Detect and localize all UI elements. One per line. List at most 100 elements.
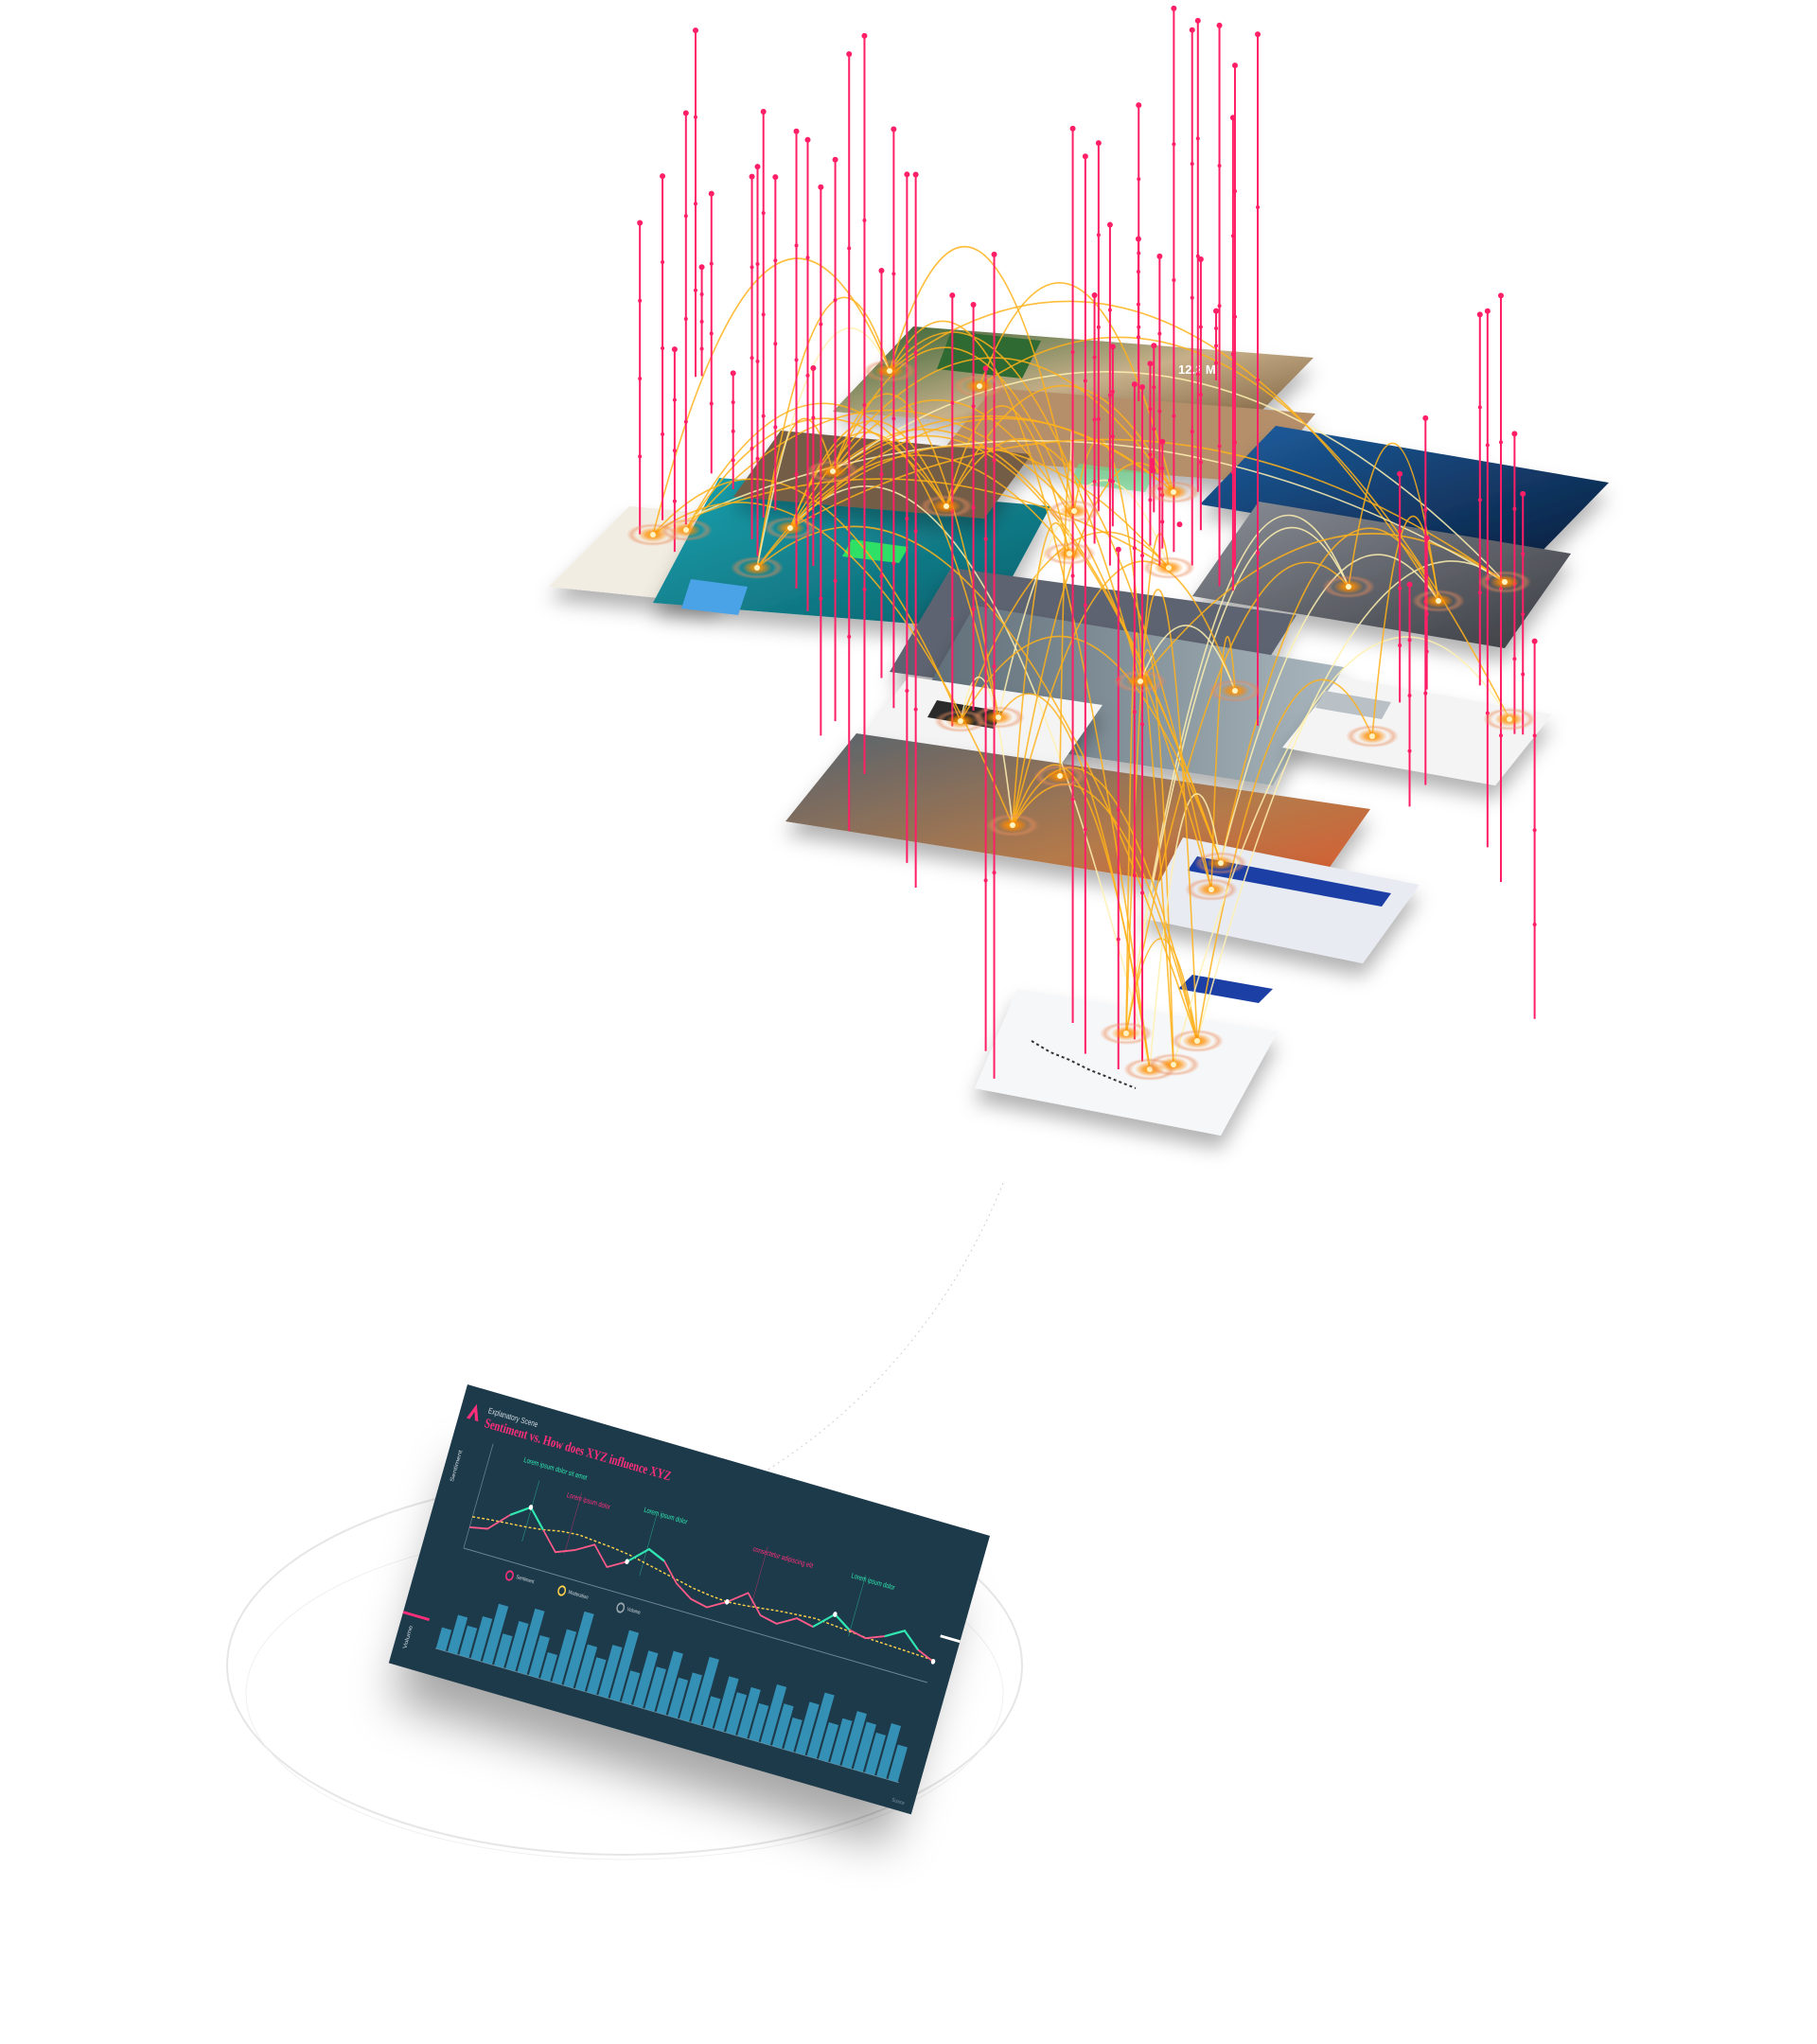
spike-dot bbox=[1198, 460, 1203, 465]
spike-dot bbox=[1233, 440, 1238, 445]
annotation-line bbox=[639, 1514, 658, 1577]
spike-cap bbox=[1082, 153, 1088, 160]
spike-dot bbox=[819, 596, 823, 601]
spike-cap bbox=[878, 267, 885, 273]
volume-bar bbox=[598, 1645, 623, 1699]
node-core bbox=[887, 368, 892, 374]
spike-dot bbox=[805, 256, 810, 260]
volume-bar bbox=[632, 1650, 659, 1709]
spike-dot bbox=[891, 416, 896, 421]
spike-dot bbox=[1230, 352, 1235, 357]
line-series-highlight bbox=[884, 1630, 919, 1651]
connection-arc bbox=[756, 417, 834, 569]
connection-arc bbox=[1196, 678, 1373, 1042]
spike-dot bbox=[1198, 325, 1203, 329]
spike-dot bbox=[1256, 551, 1261, 555]
spike-dot bbox=[1424, 611, 1429, 616]
spike-dot bbox=[891, 272, 896, 276]
connection-arc bbox=[652, 478, 961, 722]
connection-arc bbox=[1125, 526, 1350, 1034]
spike-dot bbox=[1407, 693, 1412, 697]
spike-dot bbox=[992, 458, 997, 463]
volume-bar bbox=[760, 1683, 787, 1746]
volume-bar bbox=[841, 1711, 867, 1770]
spike-dot bbox=[693, 115, 697, 119]
line-point bbox=[528, 1505, 534, 1510]
spike-cap bbox=[982, 365, 989, 372]
node-core bbox=[1232, 688, 1238, 694]
volume-bar bbox=[574, 1644, 598, 1692]
spike-dot bbox=[731, 458, 735, 463]
image-panel-city[interactable] bbox=[1200, 426, 1609, 560]
spike-dot bbox=[905, 517, 909, 521]
spike-cap bbox=[671, 346, 678, 353]
spike-dot bbox=[971, 404, 976, 409]
spike-dot bbox=[905, 344, 909, 349]
spike-dot bbox=[1152, 468, 1156, 473]
connection-arc bbox=[756, 454, 1070, 569]
spike-dot bbox=[1172, 414, 1176, 418]
spike-dot bbox=[1521, 612, 1526, 617]
volume-bar bbox=[864, 1732, 887, 1776]
spike-dot bbox=[1499, 440, 1504, 445]
spike-dot bbox=[672, 499, 677, 503]
volume-bar bbox=[749, 1702, 769, 1742]
spike-cap bbox=[793, 128, 800, 134]
connection-arc bbox=[979, 336, 1510, 720]
spike-dot bbox=[983, 537, 988, 541]
spike-dot bbox=[1172, 278, 1176, 283]
spike-dot bbox=[1140, 890, 1145, 895]
spike-dot bbox=[1485, 443, 1490, 448]
connection-arc bbox=[1073, 438, 1174, 1066]
legend-swatch bbox=[503, 1569, 516, 1582]
spike-dot bbox=[672, 449, 677, 453]
spike-dot bbox=[833, 438, 838, 443]
spike-dot bbox=[709, 401, 714, 406]
spike-dot bbox=[1110, 479, 1115, 484]
dashboard-panel[interactable]: Explanatory Scene Sentiment vs. How does… bbox=[388, 1384, 990, 1815]
spike-cap bbox=[772, 174, 779, 181]
spike-cap bbox=[1106, 221, 1113, 228]
image-panel-machinery[interactable] bbox=[1192, 502, 1571, 648]
spike-dot bbox=[773, 425, 778, 430]
spike-dot bbox=[683, 419, 688, 424]
spike-dot bbox=[1532, 828, 1537, 833]
connection-arc bbox=[652, 440, 1506, 583]
volume-bar bbox=[552, 1629, 577, 1685]
spike-cap bbox=[754, 164, 761, 170]
connection-arc bbox=[1139, 625, 1236, 692]
volume-bar bbox=[609, 1630, 640, 1702]
spike-dot bbox=[1214, 326, 1219, 330]
spike-cap bbox=[1151, 343, 1157, 349]
spike-dot bbox=[1083, 603, 1087, 608]
spike-dot bbox=[661, 260, 665, 265]
spike-dot bbox=[1092, 417, 1097, 422]
spike-cap bbox=[660, 173, 666, 180]
spike-dot bbox=[1148, 452, 1153, 457]
spike-cap bbox=[1511, 431, 1518, 437]
spike-dot bbox=[1195, 254, 1200, 258]
line-series-highlight bbox=[626, 1547, 665, 1563]
connection-arc bbox=[1139, 589, 1198, 1042]
spike-dot bbox=[761, 211, 766, 216]
legend-swatch bbox=[615, 1601, 626, 1614]
connection-arc bbox=[1196, 560, 1506, 1042]
spike-cap bbox=[1476, 311, 1483, 318]
spike-dot bbox=[1198, 393, 1203, 397]
spike-dot bbox=[1407, 638, 1412, 643]
spike-cap bbox=[1422, 414, 1429, 421]
spike-dot bbox=[862, 587, 867, 591]
spike-dot bbox=[879, 573, 884, 578]
spike-cap bbox=[1498, 292, 1505, 299]
node-core bbox=[1123, 1031, 1129, 1036]
spike-dot bbox=[709, 261, 714, 266]
spike-dot bbox=[755, 261, 760, 266]
volume-bar bbox=[702, 1696, 721, 1729]
legend-label: Sentiment bbox=[515, 1575, 535, 1586]
spike-dot bbox=[862, 402, 867, 407]
spike-cap bbox=[1197, 256, 1204, 262]
line-point bbox=[725, 1598, 730, 1605]
spike-dot bbox=[699, 319, 704, 324]
spike-dot bbox=[992, 664, 997, 669]
